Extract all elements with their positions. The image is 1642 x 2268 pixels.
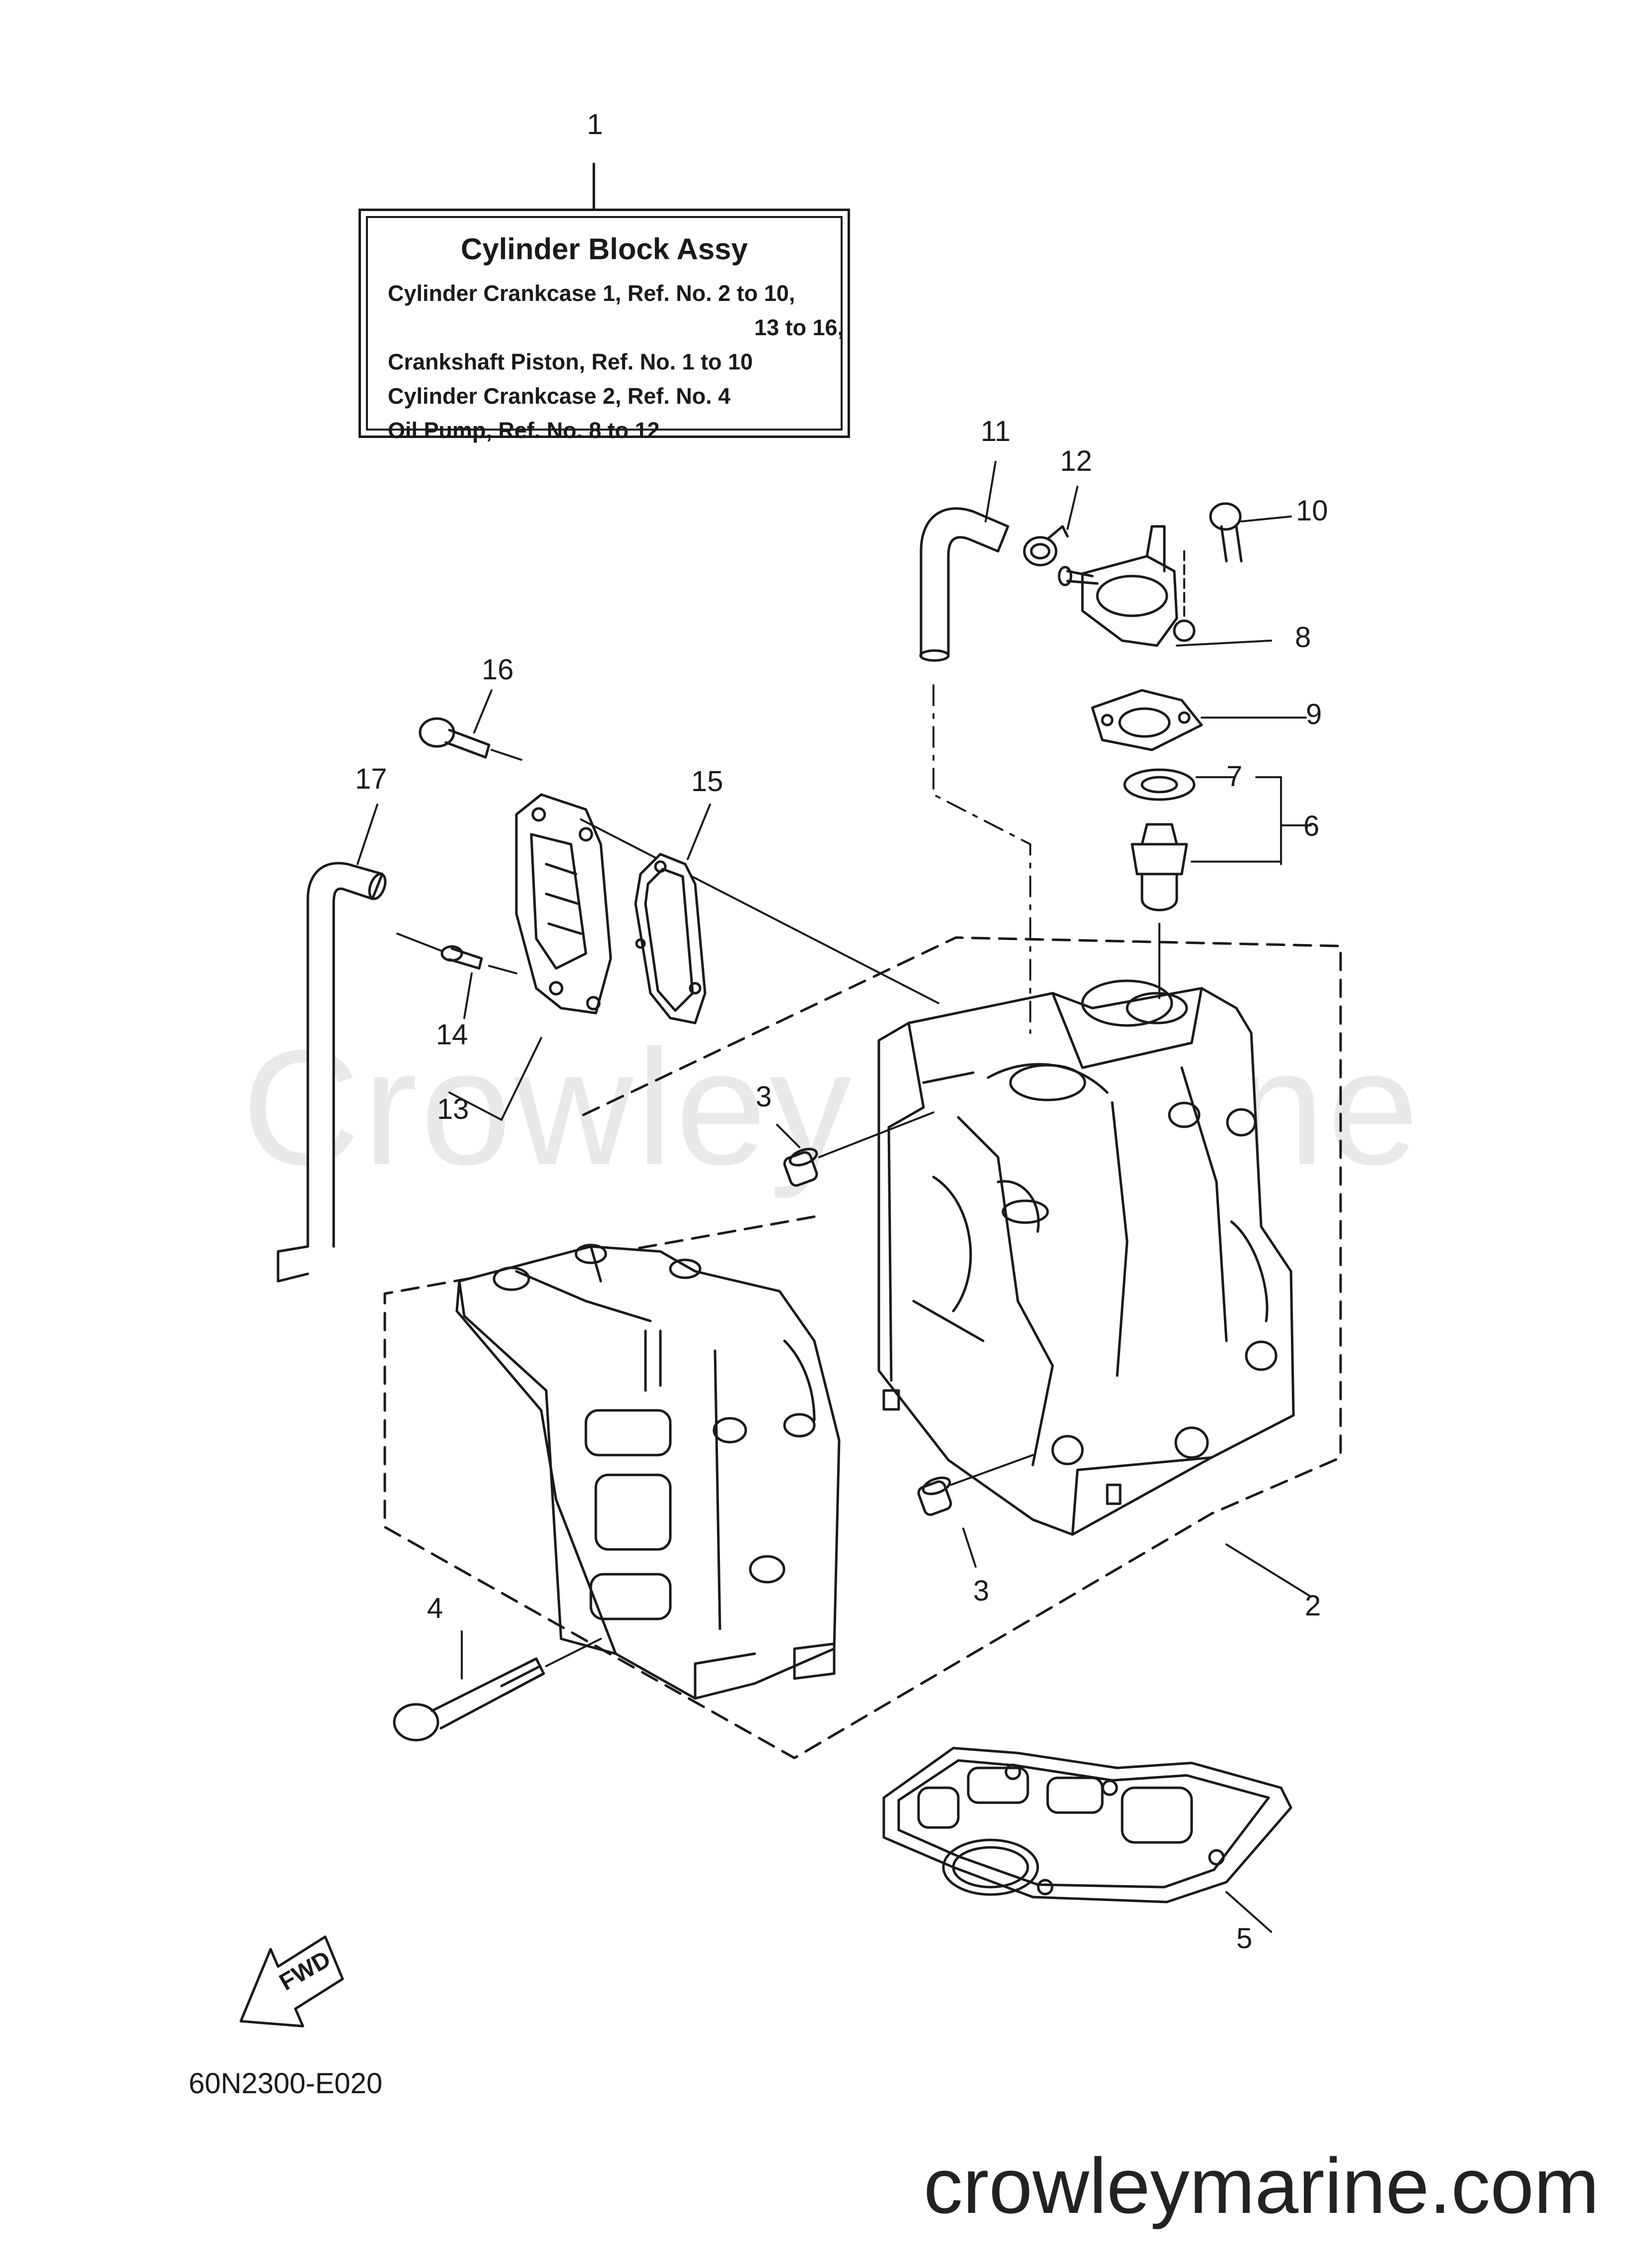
assembly-line-5: Oil Pump, Ref. No. 8 to 12 [388, 418, 660, 443]
callout-6: 6 [1303, 810, 1320, 842]
callout-7: 7 [1226, 760, 1243, 793]
crankcase-2-part [455, 1244, 841, 1700]
callout-3-upper: 3 [756, 1081, 772, 1113]
thermostat-part-6 [1123, 768, 1312, 999]
gasket-part-9 [1091, 689, 1307, 751]
callout-12: 12 [1060, 445, 1092, 477]
callout-2: 2 [1305, 1590, 1321, 1622]
assembly-line-1: Cylinder Crankcase 1, Ref. No. 2 to 10, [388, 281, 795, 306]
callout-9: 9 [1306, 698, 1322, 731]
callout-16: 16 [482, 654, 514, 686]
site-url-text: crowleymarine.com [924, 2142, 1599, 2230]
assembly-line-4: Cylinder Crankcase 2, Ref. No. 4 [388, 383, 731, 409]
crankcase-2-dashed-box [383, 1215, 1213, 1759]
callout-5: 5 [1236, 1922, 1253, 1955]
bolt-part-16 [419, 689, 522, 761]
callout-10: 10 [1296, 495, 1328, 527]
callout-11: 11 [981, 415, 1011, 447]
assembly-line-3: Crankshaft Piston, Ref. No. 1 to 10 [388, 349, 753, 374]
fwd-arrow-icon [239, 1935, 344, 2028]
assembly-line-2: 13 to 16, [754, 315, 844, 340]
callout-14: 14 [436, 1019, 468, 1051]
callout-3-lower: 3 [973, 1575, 990, 1607]
leader-2 [1225, 1543, 1312, 1598]
callout-8: 8 [1295, 621, 1311, 654]
bolt-part-10 [1209, 502, 1292, 563]
assembly-title: Cylinder Block Assy [461, 232, 748, 266]
hose-part-17 [277, 804, 387, 1283]
bolt-part-4 [393, 1630, 602, 1742]
callout-4: 4 [427, 1592, 443, 1624]
callout-15: 15 [691, 765, 723, 798]
pin-part-14 [396, 933, 542, 1121]
diagram-code: 60N2300-E020 [189, 2067, 383, 2100]
dowel-pin-upper [776, 1111, 934, 1187]
callout-1: 1 [587, 108, 603, 141]
clip-part-12 [1023, 486, 1078, 567]
gasket-part-15 [634, 804, 711, 1024]
callout-13: 13 [437, 1093, 469, 1125]
dowel-pin-lower [917, 1454, 1034, 1568]
oil-pump-part-8 [1058, 525, 1272, 647]
crankcase-1-dashed-box [582, 936, 1342, 1515]
assembly-title-inner: Cylinder Block Assy Cylinder Crankcase 1… [366, 216, 844, 443]
assembly-title-box: Cylinder Block Assy Cylinder Crankcase 1… [358, 209, 850, 443]
callout-17: 17 [355, 763, 387, 795]
cover-part-13 [515, 793, 939, 1015]
gasket-part-5 [882, 1747, 1292, 1933]
hose-part-11 [919, 461, 1031, 1034]
cylinder-block-part [877, 979, 1295, 1536]
